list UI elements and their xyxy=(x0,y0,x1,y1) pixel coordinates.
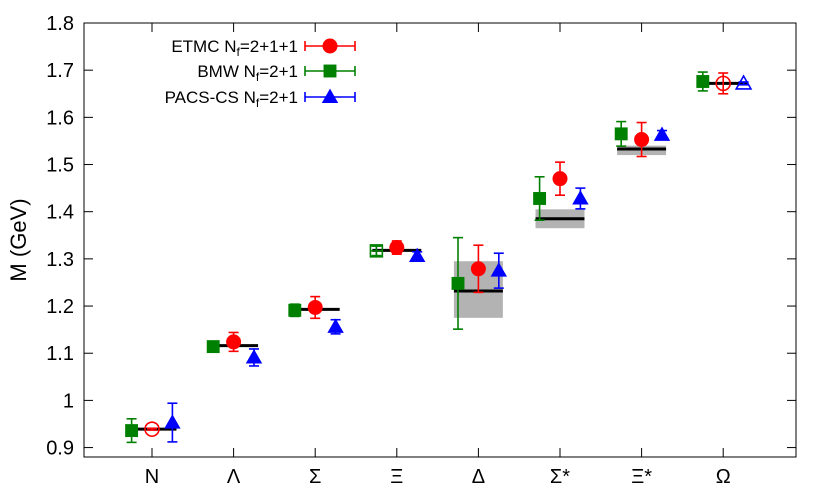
triangle-marker xyxy=(164,414,181,429)
axis-ticks: 0.9 1 1.1 1.2 1.3 1.4 1.5 1.6 1.7 1.8N Λ Σ Ξ Δ Σ* Ξ* Ω xyxy=(46,13,796,488)
circle-marker xyxy=(307,299,323,315)
y-tick-label: 1.2 xyxy=(46,296,74,318)
triangle-marker xyxy=(653,126,671,141)
marker-square xyxy=(288,303,302,317)
legend-entry-bmw: BMW Nf=2+1 xyxy=(197,62,356,84)
x-tick-label: Ξ xyxy=(390,466,403,488)
y-axis-label: M (GeV) xyxy=(6,198,31,281)
x-tick-label: Ω xyxy=(716,466,731,488)
legend-label-tail: =2+1+1 xyxy=(240,37,298,56)
legend-label-sub: f xyxy=(256,70,260,84)
legend-label: PACS-CS Nf=2+1 xyxy=(165,88,298,110)
square-marker xyxy=(451,276,465,290)
square-marker xyxy=(369,244,384,258)
lattice-series xyxy=(125,71,753,444)
circle-marker xyxy=(715,75,732,92)
square-marker xyxy=(533,192,547,205)
circle-marker xyxy=(144,421,160,437)
series-bmw xyxy=(125,71,710,444)
legend-label-sub: f xyxy=(256,96,260,110)
legend-label: BMW Nf=2+1 xyxy=(197,62,298,84)
marker-square xyxy=(533,192,547,205)
marker-square xyxy=(451,276,465,290)
circle-marker xyxy=(634,132,650,148)
square-marker xyxy=(323,64,337,78)
triangle-marker xyxy=(327,318,344,333)
y-tick-label: 1.6 xyxy=(46,107,74,129)
series-etmc xyxy=(144,72,732,437)
triangle-marker xyxy=(245,349,263,364)
y-tick-label: 1.8 xyxy=(46,13,74,35)
circle-marker xyxy=(470,261,486,277)
x-tick-label: Λ xyxy=(227,466,241,488)
square-marker xyxy=(206,340,220,354)
square-marker xyxy=(125,424,139,438)
triangle-marker xyxy=(734,74,753,90)
marker-square xyxy=(323,64,337,78)
legend-label-sub: f xyxy=(237,45,241,59)
marker-square xyxy=(125,424,139,438)
triangle-marker xyxy=(490,262,508,277)
x-tick-label: Σ xyxy=(309,466,321,488)
x-tick-label: N xyxy=(145,466,159,488)
legend-entry-etmc: ETMC Nf=2+1+1 xyxy=(171,37,356,59)
square-marker xyxy=(288,303,302,317)
triangle-marker xyxy=(321,88,339,104)
legend-label-main: BMW N xyxy=(197,62,256,81)
square-marker xyxy=(614,127,628,141)
series-pacs-cs xyxy=(164,74,753,443)
y-tick-label: 1 xyxy=(63,390,74,412)
legend-label-main: ETMC N xyxy=(171,37,236,56)
circle-marker xyxy=(226,334,242,350)
x-tick-label: Ξ* xyxy=(631,466,652,488)
legend-label: ETMC Nf=2+1+1 xyxy=(171,37,298,59)
y-tick-label: 1.4 xyxy=(46,202,74,224)
experiment-values xyxy=(127,81,748,431)
y-tick-label: 1.1 xyxy=(46,343,74,365)
legend-label-tail: =2+1 xyxy=(259,88,298,107)
legend-entry-pacs-cs: PACS-CS Nf=2+1 xyxy=(165,88,356,110)
circle-marker xyxy=(389,240,405,256)
plot-frame xyxy=(83,22,797,458)
x-tick-label: Δ xyxy=(472,466,485,488)
triangle-marker xyxy=(408,247,426,263)
circle-marker xyxy=(322,38,338,54)
legend-label-main: PACS-CS N xyxy=(165,88,256,107)
legend-label-tail: =2+1 xyxy=(259,62,298,81)
y-tick-label: 0.9 xyxy=(46,438,74,460)
y-tick-label: 1.7 xyxy=(46,60,74,82)
x-tick-label: Σ* xyxy=(550,466,570,488)
y-tick-label: 1.3 xyxy=(46,249,74,271)
square-marker xyxy=(696,75,710,88)
marker-square xyxy=(696,75,710,88)
triangle-marker xyxy=(572,190,589,205)
marker-square xyxy=(206,340,220,354)
circle-marker xyxy=(552,171,568,187)
y-tick-label: 1.5 xyxy=(46,155,74,177)
marker-square xyxy=(614,127,628,141)
